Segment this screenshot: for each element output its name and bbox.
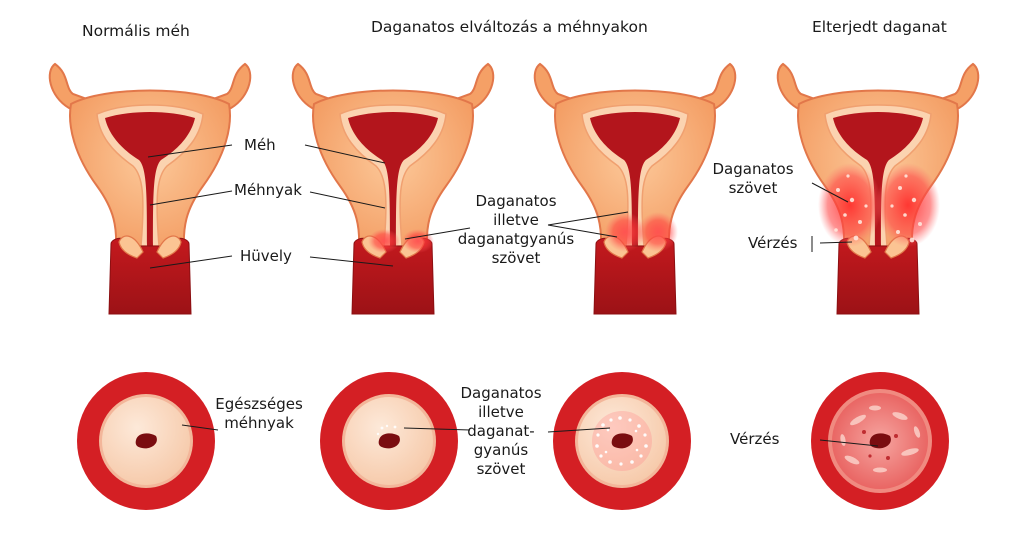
label-line: Daganatos xyxy=(712,160,794,178)
label-egeszseges-mehnyak: Egészséges méhnyak xyxy=(206,395,312,433)
header-spread: Elterjedt daganat xyxy=(812,18,947,36)
label-line: gyanús xyxy=(473,441,529,459)
label-meh: Méh xyxy=(244,136,276,154)
lesion-spot-4 xyxy=(638,212,678,252)
label-line: illetve xyxy=(493,211,539,229)
label-huvely: Hüvely xyxy=(240,247,292,265)
lesion-spot-3 xyxy=(605,212,645,252)
spread-tumor-left xyxy=(818,163,882,247)
uterus-normal xyxy=(48,63,252,315)
label-daganatos-illetve-bottom: Daganatos illetve daganat- gyanús szövet xyxy=(448,384,554,479)
cervix-view-normal xyxy=(77,372,215,510)
header-normal: Normális méh xyxy=(82,22,190,40)
cervix-view-bleeding xyxy=(811,372,949,510)
header-cervical: Daganatos elváltozás a méhnyakon xyxy=(371,18,648,36)
label-line: szövet xyxy=(476,460,526,478)
label-line: Daganatos xyxy=(460,384,542,402)
label-line: illetve xyxy=(478,403,524,421)
label-line: daganat- xyxy=(467,422,535,440)
label-line: szövet xyxy=(491,249,541,267)
label-line: Daganatos xyxy=(475,192,557,210)
label-verzes-top: Vérzés xyxy=(748,234,798,252)
label-line: szövet xyxy=(728,179,778,197)
cervix-view-lesion-2 xyxy=(553,372,691,510)
leader-lines-bottom xyxy=(181,424,879,447)
label-verzes-bottom: Vérzés xyxy=(730,430,780,448)
label-daganatos-szovet: Daganatos szövet xyxy=(698,160,808,198)
label-line: Egészséges xyxy=(215,395,303,413)
label-line: méhnyak xyxy=(224,414,294,432)
lesion-spot-2 xyxy=(402,229,434,253)
tumor-speckles xyxy=(834,174,922,243)
label-daganatos-illetve-top: Daganatos illetve daganatgyanús szövet xyxy=(456,192,576,268)
leader-lines-top xyxy=(147,144,853,269)
label-line: daganatgyanús xyxy=(457,230,575,248)
label-mehnyak: Méhnyak xyxy=(234,181,302,199)
cervix-view-lesion-1 xyxy=(320,372,458,510)
lesion-spot-1 xyxy=(368,229,400,253)
spread-tumor-right xyxy=(876,163,940,247)
uterus-cervical-lesion-1 xyxy=(291,63,495,315)
